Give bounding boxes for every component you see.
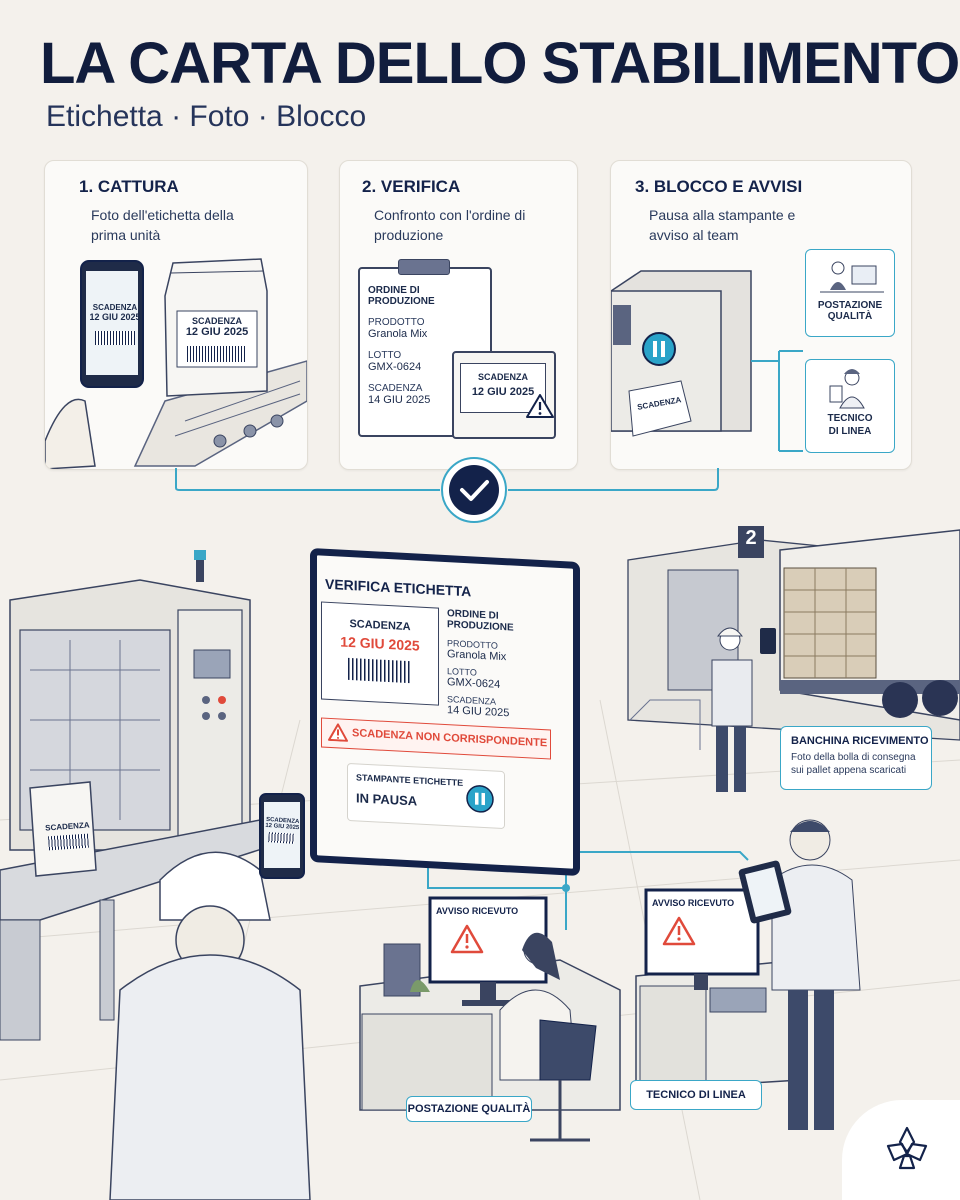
verification-screen: VERIFICA ETICHETTA SCADENZA 12 GIU 2025 …	[310, 547, 580, 877]
quality-desk-icon	[820, 261, 884, 293]
factory-scene	[0, 526, 960, 1200]
warning-icon	[328, 723, 348, 742]
printer-illustration	[611, 270, 803, 452]
bag-label: SCADENZA 12 GIU 2025	[185, 316, 249, 338]
alert-box-quality: POSTAZIONE QUALITÀ	[805, 249, 895, 337]
step-text: Foto dell'etichetta della prima unità	[91, 207, 234, 243]
step-card-block: 3. BLOCCO E AVVISI Pausa alla stampante …	[610, 160, 912, 470]
warning-icon	[662, 916, 696, 946]
screen-title: VERIFICA ETICHETTA	[325, 575, 472, 600]
logo-icon	[886, 1126, 928, 1170]
check-icon	[441, 457, 507, 523]
mismatch-alert: SCADENZA NON CORRISPONDENTE	[321, 717, 551, 760]
step-card-verify: 2. VERIFICA Confronto con l'ordine di pr…	[339, 160, 578, 470]
step-text: Confronto con l'ordine di produzione	[374, 207, 526, 243]
screen-label-box: SCADENZA 12 GIU 2025	[321, 601, 439, 706]
warning-icon	[526, 394, 554, 418]
technician-monitor-screen: AVVISO RICEVUTO	[652, 898, 762, 946]
warning-icon	[450, 924, 484, 954]
label-card-content: SCADENZA 12 GIU 2025	[460, 363, 546, 413]
worker-phone-label: SCADENZA 12 GIU 2025	[263, 817, 301, 844]
phone-barcode	[95, 331, 135, 345]
step-title: 1. CATTURA	[79, 177, 179, 196]
clip-icon	[398, 259, 450, 275]
order-details: ORDINE DI PRODUZIONE PRODOTTO Granola Mi…	[368, 285, 435, 406]
bag-barcode	[187, 346, 247, 362]
screen-order-details: ORDINE DI PRODUZIONE PRODOTTO Granola Mi…	[447, 608, 514, 720]
factory-bag-label: SCADENZA	[39, 820, 97, 851]
dock-tag: BANCHINA RICEVIMENTO Foto della bolla di…	[780, 726, 932, 790]
pause-icon	[466, 785, 494, 813]
corner-logo	[842, 1100, 960, 1200]
alert-quality-label: POSTAZIONE QUALITÀ	[817, 300, 883, 322]
dock-number: 2	[745, 527, 757, 549]
alert-box-technician: TECNICO DI LINEA	[805, 359, 895, 453]
page-subtitle: Etichetta · Foto · Blocco	[46, 100, 367, 133]
alert-technician-label: TECNICO DI LINEA	[827, 413, 873, 437]
printer-paused-box: STAMPANTE ETICHETTE IN PAUSA	[347, 762, 505, 830]
technician-desk-tag: TECNICO DI LINEA	[630, 1080, 762, 1110]
step-title: 3. BLOCCO E AVVISI	[635, 177, 803, 196]
technician-icon	[829, 369, 865, 409]
step-card-capture: 1. CATTURA Foto dell'etichetta della pri…	[44, 160, 308, 470]
step-title: 2. VERIFICA	[362, 177, 461, 196]
capture-illustration	[45, 258, 307, 469]
page-title: LA CARTA DELLO STABILIMENTO	[40, 31, 960, 96]
quality-monitor-screen: AVVISO RICEVUTO	[436, 906, 546, 954]
step-text: Pausa alla stampante e avviso al team	[649, 207, 796, 243]
steps-connector	[175, 468, 719, 491]
quality-desk-tag: POSTAZIONE QUALITÀ	[406, 1096, 532, 1122]
phone-label: SCADENZA 12 GIU 2025	[89, 303, 141, 322]
